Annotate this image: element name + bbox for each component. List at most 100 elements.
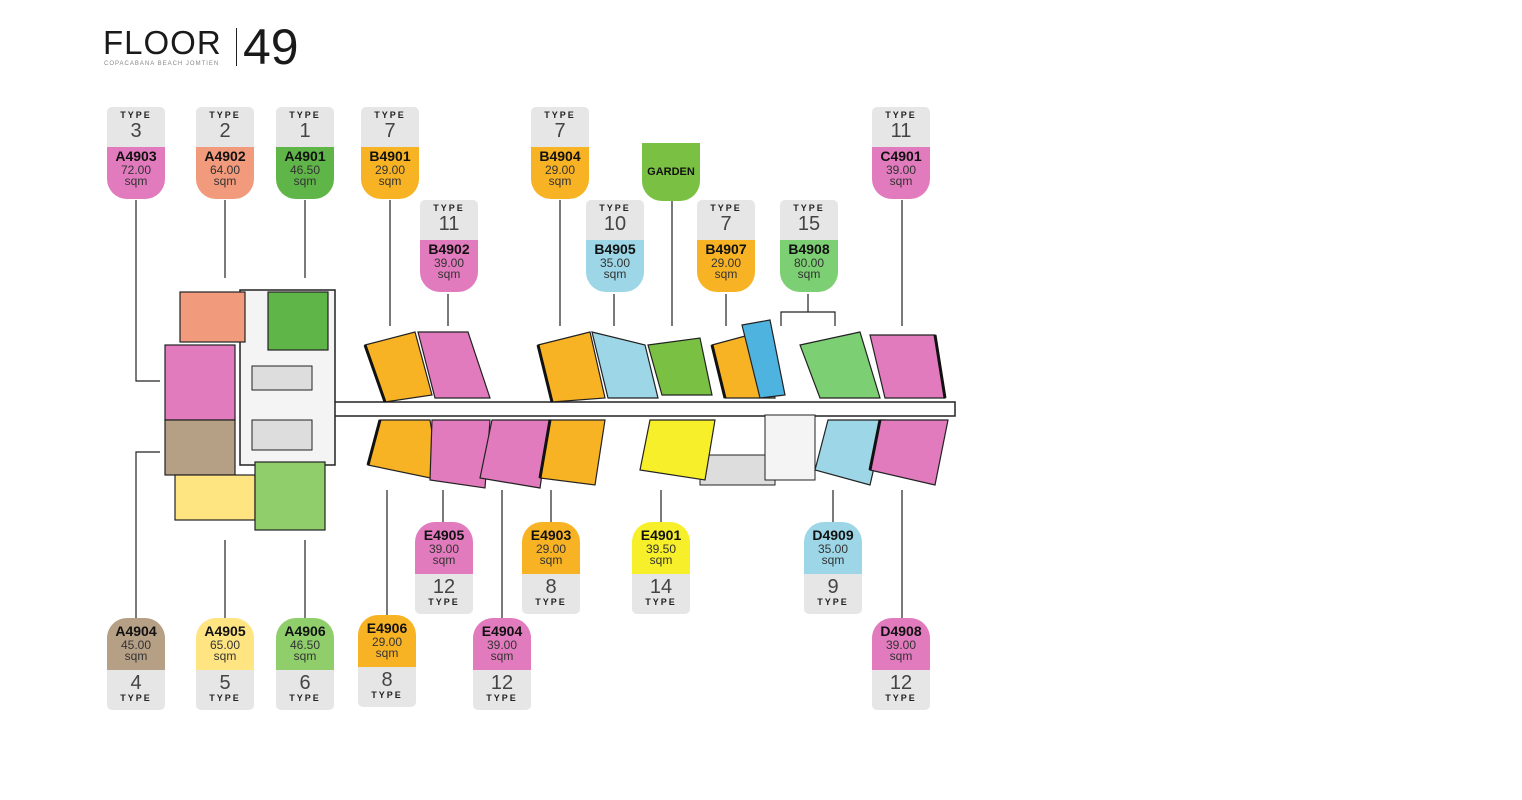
type-label: TYPE (289, 110, 321, 120)
type-number: 4 (130, 672, 142, 694)
unit-sqm: sqm (437, 267, 461, 281)
unit-sqm: sqm (714, 267, 738, 281)
type-number: 11 (890, 120, 912, 142)
type-label: TYPE (289, 693, 321, 703)
unit-area: 46.50 (289, 638, 321, 652)
unit-area: 29.00 (710, 256, 742, 270)
unit-area: 45.00 (120, 638, 152, 652)
unit-code: A4904 (115, 623, 157, 639)
title-divider (236, 28, 237, 66)
unit-sqm: sqm (548, 174, 572, 188)
plan-a4903 (164, 344, 236, 421)
unit-area: 35.00 (599, 256, 631, 270)
unit-area: 29.00 (371, 635, 403, 649)
unit-sqm: sqm (124, 649, 148, 663)
plan-b4902 (417, 331, 491, 399)
unit-sqm: sqm (889, 174, 913, 188)
unit-code: C4901 (880, 148, 922, 164)
type-label: TYPE (433, 203, 465, 213)
unit-area: 64.00 (209, 163, 241, 177)
unit-area: 39.00 (885, 638, 917, 652)
type-number: 14 (649, 576, 673, 598)
lift-lobby-3 (699, 454, 776, 486)
type-label: TYPE (209, 693, 241, 703)
unit-area: 39.00 (433, 256, 465, 270)
unit-sqm: sqm (213, 649, 237, 663)
unit-sqm: sqm (649, 553, 673, 567)
unit-code: A4903 (115, 148, 157, 164)
type-label: TYPE (645, 597, 677, 607)
plan-pool (741, 319, 786, 399)
unit-area: 39.50 (645, 542, 677, 556)
unit-sqm: sqm (213, 174, 237, 188)
unit-sqm: sqm (797, 267, 821, 281)
unit-code: A4902 (204, 148, 246, 164)
type-label: TYPE (428, 597, 460, 607)
unit-code: E4906 (366, 620, 408, 636)
garden-label: GARDEN (647, 166, 695, 178)
plan-e4904 (479, 419, 551, 489)
type-label: TYPE (120, 693, 152, 703)
unit-area: 39.00 (885, 163, 917, 177)
type-number: 9 (827, 576, 839, 598)
type-number: 11 (438, 213, 460, 235)
unit-sqm: sqm (603, 267, 627, 281)
type-label: TYPE (535, 597, 567, 607)
unit-area: 46.50 (289, 163, 321, 177)
type-label: TYPE (885, 693, 917, 703)
unit-code: B4902 (428, 241, 470, 257)
type-label: TYPE (120, 110, 152, 120)
type-number: 6 (299, 672, 311, 694)
type-number: 12 (490, 672, 514, 694)
type-number: 5 (219, 672, 231, 694)
leader-a4904 (135, 451, 160, 618)
plan-e4901 (639, 419, 716, 481)
type-label: TYPE (371, 690, 403, 700)
top-row-units (364, 319, 946, 403)
leader-lines (135, 200, 903, 618)
unit-sqm: sqm (889, 649, 913, 663)
leader-b4908 (780, 311, 836, 326)
plan-a4905 (174, 474, 256, 521)
lift-lobby-1 (251, 365, 313, 391)
plan-a4906 (254, 461, 326, 531)
plan-a4901 (267, 291, 329, 351)
unit-area: 39.00 (486, 638, 518, 652)
unit-code: B4905 (594, 241, 636, 257)
